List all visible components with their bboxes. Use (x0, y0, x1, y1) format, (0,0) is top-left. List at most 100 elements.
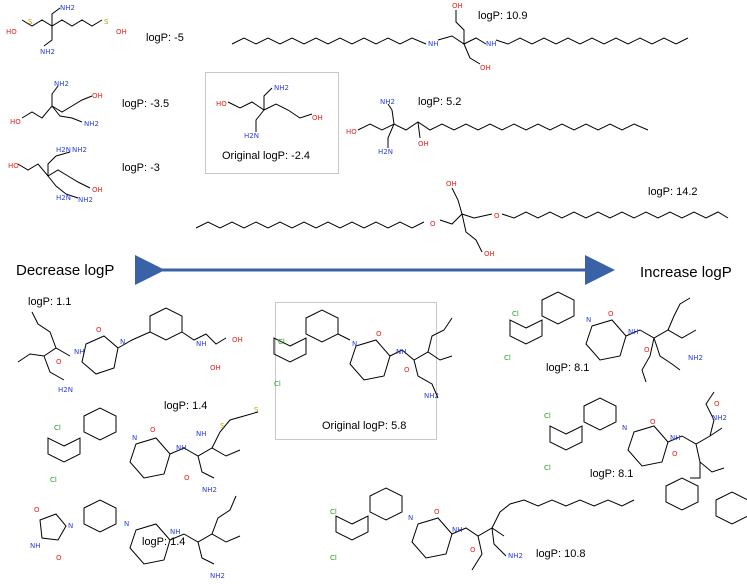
atom-label: H2N (56, 194, 71, 202)
atom-label: O (470, 546, 476, 554)
original-molecule-box-bottom (275, 302, 437, 440)
atom-labels: HO S S OH NH2 NH2 NH2 OH HO NH2 H2N NH2 … (6, 2, 727, 580)
atom-label: NH2 (78, 196, 93, 204)
atom-label: NH2 (40, 48, 55, 56)
atom-label: O (434, 508, 440, 516)
logp-bottom-decrease-1: logP: 1.1 (28, 296, 72, 308)
increase-logp-label: Increase logP (640, 264, 732, 281)
atom-label: NH2 (210, 572, 225, 580)
atom-label: NH2 (712, 414, 727, 422)
atom-label: O (650, 418, 656, 426)
molecule-bottom-decrease-2 (47, 407, 259, 479)
logp-top-increase-3: logP: 14.2 (648, 186, 698, 198)
molecule-top-increase-2 (357, 103, 649, 148)
original-molecule-box-top (205, 72, 339, 174)
atom-label: O (672, 450, 678, 458)
logp-top-increase-2: logP: 5.2 (418, 96, 462, 108)
atom-label: N (352, 340, 357, 348)
atom-label: NH (74, 348, 85, 356)
atom-label: NH (396, 348, 407, 356)
atom-label: NH2 (202, 486, 217, 494)
atom-label: O (714, 400, 720, 408)
atom-label: H2N (56, 146, 71, 154)
atom-label: N (132, 434, 137, 442)
atom-label: OH (232, 336, 243, 344)
atom-label: NH2 (688, 354, 703, 362)
atom-label: HO (346, 128, 357, 136)
atom-label: NH2 (508, 552, 523, 560)
molecule-top-increase-1 (231, 10, 689, 65)
atom-label: S (28, 18, 33, 26)
atom-label: OH (446, 180, 457, 188)
atom-label: Cl (278, 338, 285, 346)
atom-label: Cl (512, 310, 519, 318)
logp-top-decrease-1: logP: -5 (146, 32, 184, 44)
atom-label: N (586, 316, 591, 324)
logp-top-increase-1: logP: 10.9 (478, 10, 528, 22)
atom-label: O (376, 330, 382, 338)
molecule-top-decrease-3 (17, 151, 91, 199)
atom-label: NH2 (274, 84, 289, 92)
atom-label: O (644, 346, 650, 354)
molecule-bottom-increase-1 (509, 291, 697, 383)
atom-label: Cl (504, 354, 511, 362)
molecule-top-decrease-2 (21, 85, 93, 123)
atom-label: OH (484, 250, 495, 258)
atom-label: S (220, 422, 225, 430)
atom-label: NH2 (84, 120, 99, 128)
atom-label: Cl (330, 508, 337, 516)
atom-label: NH (486, 40, 497, 48)
atom-label: NH (196, 430, 207, 438)
logp-top-decrease-2: logP: -3.5 (122, 98, 170, 110)
atom-label: OH (92, 186, 103, 194)
atom-label: HO (8, 162, 19, 170)
molecule-bottom-original (273, 309, 453, 399)
atom-label: HO (10, 118, 21, 126)
atom-label: OH (210, 364, 221, 372)
atom-label: NH2 (54, 80, 69, 88)
logp-bottom-decrease-3: logP: 1.4 (142, 536, 186, 548)
atom-label: Cl (544, 464, 551, 472)
logp-bottom-decrease-2: logP: 1.4 (164, 400, 208, 412)
atom-label: NH (170, 528, 181, 536)
atom-label: NH (452, 526, 463, 534)
molecule-bottom-increase-3 (335, 487, 635, 571)
atom-label: O (96, 326, 102, 334)
atom-label: OH (92, 92, 103, 100)
atom-label: N (120, 338, 125, 346)
atom-label: O (608, 310, 614, 318)
atom-label: Cl (544, 412, 551, 420)
atom-label: O (184, 474, 190, 482)
logp-top-decrease-3: logP: -3 (122, 162, 160, 174)
atom-label: OH (418, 140, 429, 148)
atom-label: NH (628, 328, 639, 336)
atom-label: S (254, 406, 259, 414)
atom-label: OH (452, 2, 463, 10)
atom-label: H2N (378, 148, 393, 156)
atom-label: NH (670, 434, 681, 442)
atom-label: Cl (274, 380, 281, 388)
molecule-bottom-decrease-3 (39, 495, 241, 565)
molecule-top-original (227, 87, 313, 132)
atom-label: O (56, 554, 62, 562)
atom-label: NH (196, 340, 207, 348)
atom-label: O (150, 426, 156, 434)
atom-label: O (56, 358, 62, 366)
atom-label: NH (428, 40, 439, 48)
logp-bottom-increase-3: logP: 10.8 (536, 548, 586, 560)
molecule-top-decrease-1 (21, 7, 103, 47)
atom-label: S (104, 18, 109, 26)
atom-label: O (34, 506, 40, 514)
atom-label: H2N (244, 132, 259, 140)
molecule-top-increase-3 (195, 187, 729, 253)
atom-label: N (68, 522, 73, 530)
atom-label: N (622, 424, 627, 432)
atom-label: H2N (58, 386, 73, 394)
atom-label: NH2 (60, 4, 75, 12)
atom-label: N (408, 514, 413, 522)
molecule-bottom-decrease-1 (17, 307, 227, 381)
logp-bottom-increase-1: logP: 8.1 (546, 362, 590, 374)
atom-label: Cl (330, 554, 337, 562)
